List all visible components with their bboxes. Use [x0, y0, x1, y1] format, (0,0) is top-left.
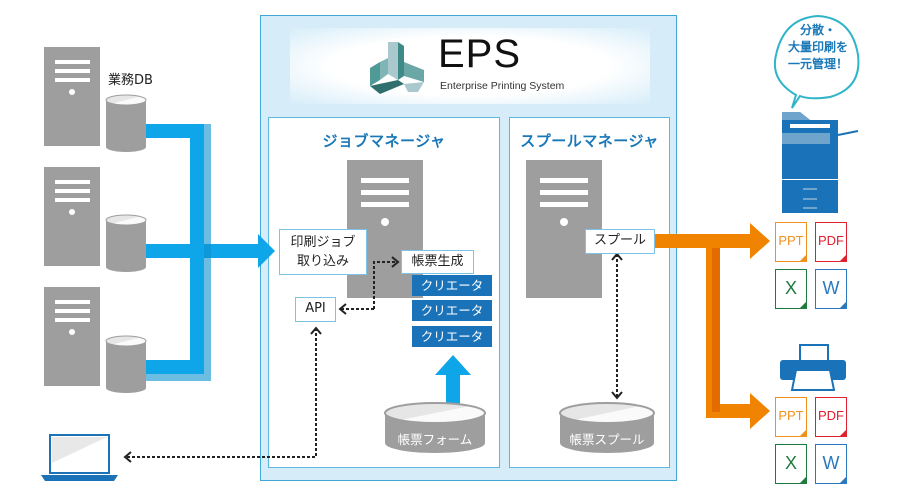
arrowheads	[123, 252, 623, 463]
api-box: API	[295, 297, 336, 322]
eps-title: EPS	[438, 32, 522, 76]
form-to-creator-arrow	[435, 355, 471, 407]
excel-file-icon: X	[775, 444, 807, 484]
creator-2: クリエータ	[412, 300, 492, 321]
callout-line-2: 大量印刷を	[787, 40, 848, 54]
word-file-icon: W	[815, 269, 847, 309]
callout-line-1: 分散・	[799, 23, 836, 37]
eps-logo-icon	[370, 42, 424, 94]
multifunction-printer-icon	[782, 112, 859, 213]
word-file-icon: W	[815, 444, 847, 484]
business-db-label: 業務DB	[108, 73, 153, 88]
job-manager-title: ジョブマネージャ	[322, 132, 446, 150]
print-job-import-line2: 取り込み	[296, 254, 349, 269]
callout-line-3: 一元管理！	[787, 57, 848, 71]
source-server-3	[44, 287, 100, 386]
callout-bubble	[774, 14, 860, 109]
excel-file-icon: X	[775, 269, 807, 309]
business-db-1	[105, 94, 147, 152]
spool-box: スプール	[585, 229, 655, 254]
ppt-file-icon: PPT	[775, 397, 807, 437]
business-db-2	[105, 214, 147, 272]
source-server-1	[44, 47, 100, 146]
pdf-file-icon: PDF	[815, 397, 847, 437]
dotted-connectors	[125, 254, 618, 458]
printer-icon	[780, 344, 846, 391]
spool-storage-label: 帳票スプール	[569, 432, 645, 447]
print-job-import-line1: 印刷ジョブ	[290, 235, 356, 250]
ppt-file-icon: PPT	[775, 222, 807, 262]
form-generation-box: 帳票生成	[401, 250, 474, 274]
business-db-3	[105, 335, 147, 393]
creator-3: クリエータ	[412, 326, 492, 347]
output-flow-arrow-orange	[655, 223, 770, 429]
pdf-file-icon: PDF	[815, 222, 847, 262]
form-storage-label: 帳票フォーム	[397, 432, 473, 447]
eps-subtitle: Enterprise Printing System	[440, 80, 565, 92]
spool-manager-title: スプールマネージャ	[520, 132, 659, 150]
callout-text: 分散・ 大量印刷を 一元管理！	[781, 22, 855, 73]
form-storage-cylinder	[384, 402, 486, 453]
data-flow-arrow-blue	[145, 124, 275, 381]
creator-1: クリエータ	[412, 275, 492, 296]
laptop-icon	[41, 434, 118, 481]
print-job-import-box: 印刷ジョブ 取り込み	[279, 229, 367, 275]
source-server-2	[44, 167, 100, 266]
spool-storage-cylinder	[559, 402, 655, 453]
job-manager-server	[347, 160, 423, 298]
header-background	[290, 28, 650, 104]
